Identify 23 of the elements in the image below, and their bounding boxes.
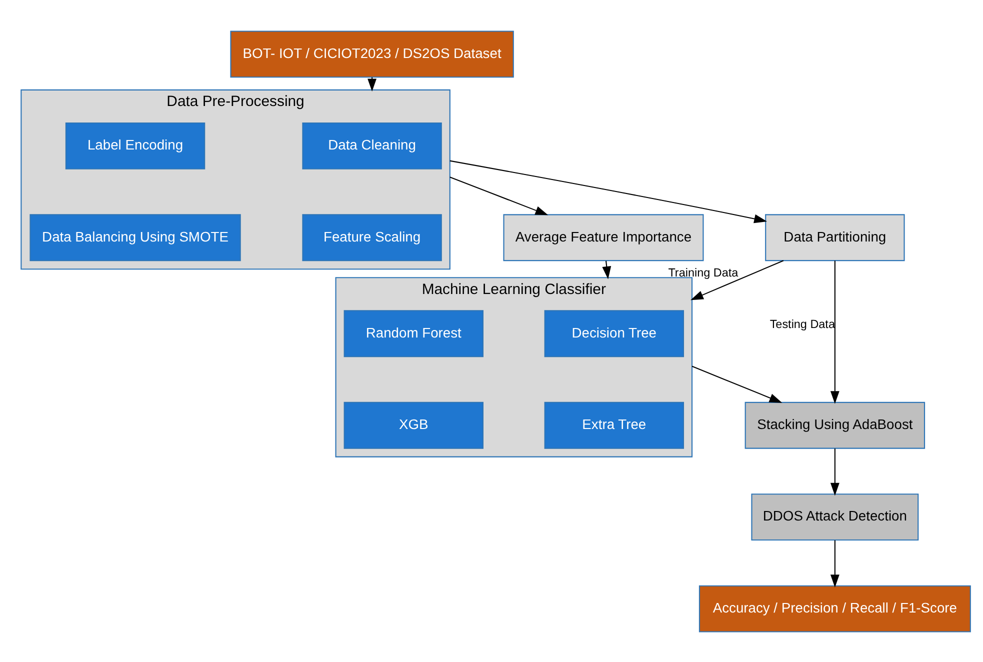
arrow	[690, 260, 784, 300]
node-box: Data Cleaning	[302, 122, 442, 169]
node-box: DDOS Attack Detection	[751, 493, 919, 540]
arrow	[692, 365, 782, 402]
arrow	[450, 176, 548, 215]
node-box: XGB	[344, 401, 484, 448]
node-box: Decision Tree	[544, 310, 684, 357]
node-box: Extra Tree	[544, 401, 684, 448]
node-box: Average Feature Importance	[503, 214, 704, 261]
arrow	[450, 160, 767, 223]
edge-label: Testing Data	[770, 317, 835, 330]
node-box: Feature Scaling	[302, 214, 442, 261]
node-box: Random Forest	[344, 310, 484, 357]
arrow	[830, 448, 840, 496]
arrow	[830, 540, 840, 587]
arrow	[830, 260, 840, 404]
node-box: Stacking Using AdaBoost	[744, 401, 926, 448]
node-box: Data Partitioning	[765, 214, 905, 261]
node-box: Label Encoding	[65, 122, 206, 169]
edge-label: Training Data	[668, 266, 738, 280]
arrow	[602, 260, 612, 279]
node-box: Accuracy / Precision / Recall / F1-Score	[698, 584, 971, 632]
node-box: Data Balancing Using SMOTE	[30, 214, 241, 261]
